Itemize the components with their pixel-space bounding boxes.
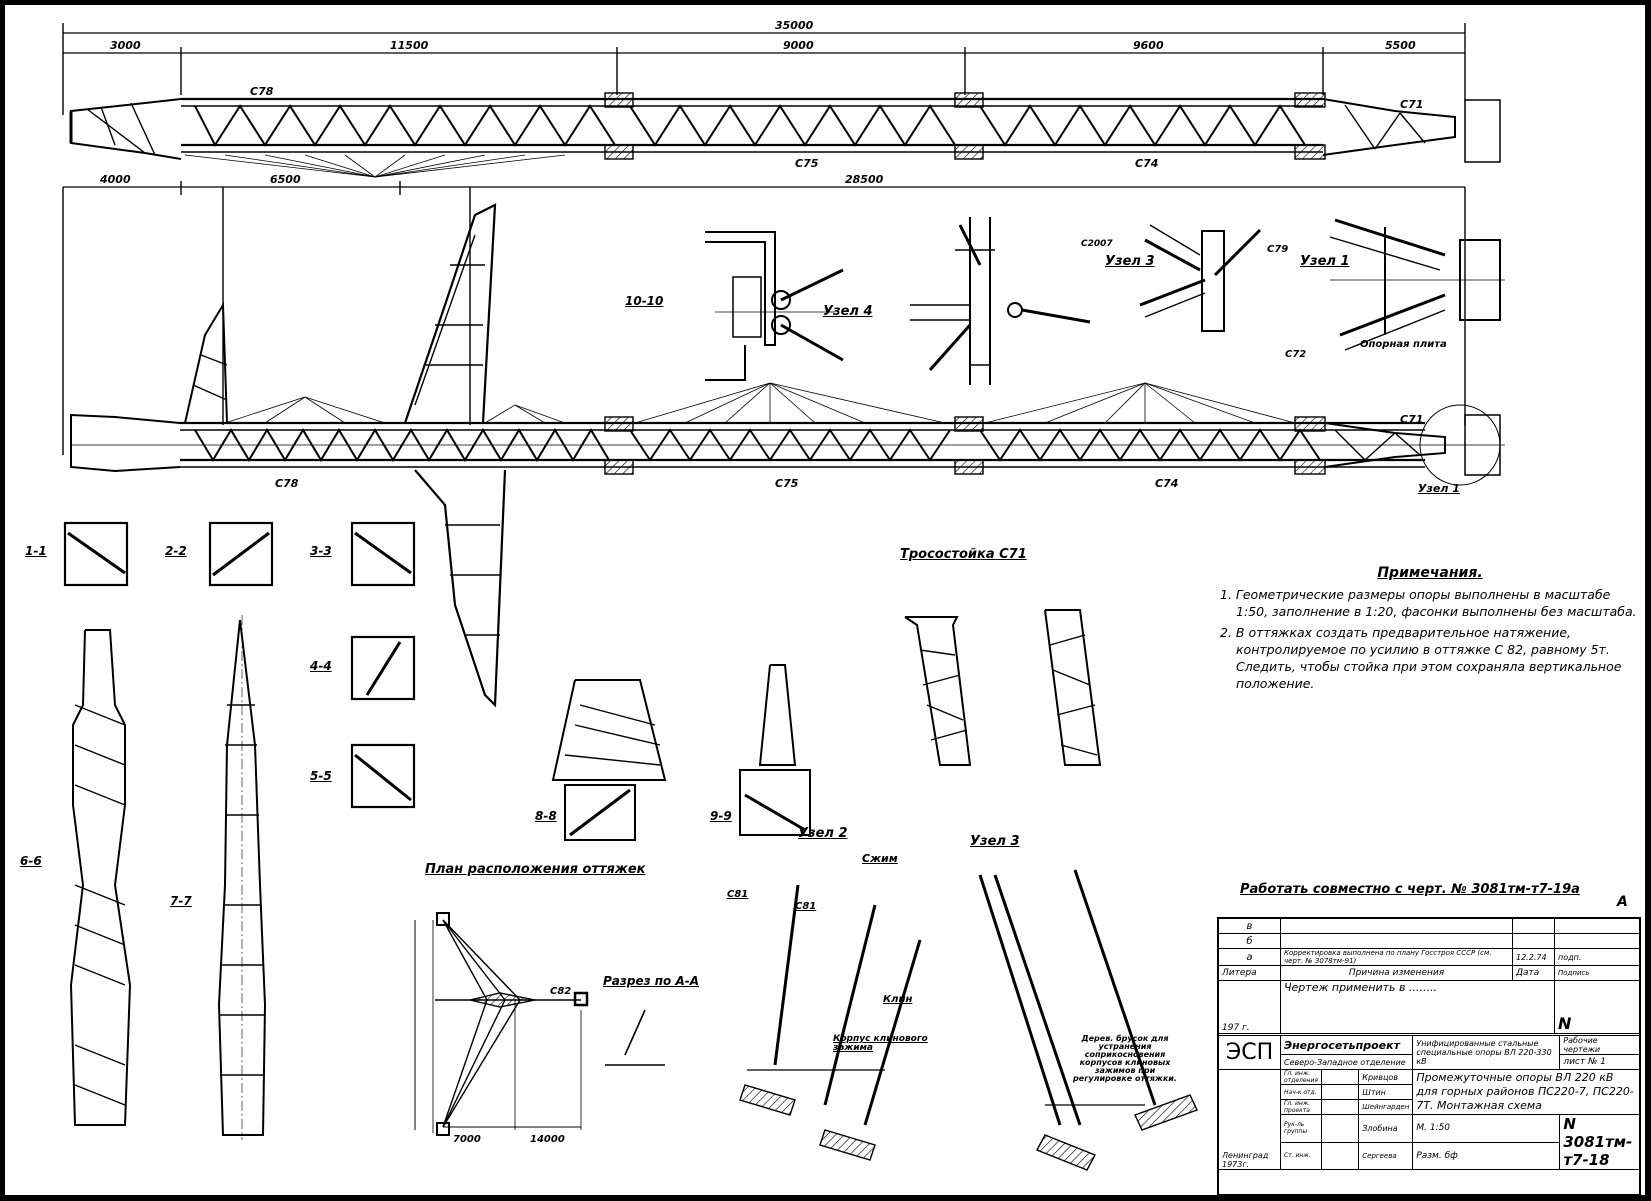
section-9-9-title: 9-9 [710, 809, 732, 823]
revision-row: в [1218, 918, 1640, 934]
guy-plan-title: План расположения оттяжек [425, 862, 646, 877]
front-truss-view [62, 187, 1505, 708]
label-c78-top: С78 [250, 85, 274, 98]
dim-bottom-3: 28500 [845, 173, 884, 186]
anchor-sketches [739, 869, 1198, 1171]
stage-label: Рабочие чертежи [1559, 1035, 1640, 1055]
node3-top-detail [1139, 224, 1262, 332]
node3-member-a: С2007 [1081, 239, 1113, 249]
wedge-label: Клин [883, 994, 913, 1005]
section-5-5-title: 5-5 [310, 769, 332, 783]
node1-callout: Узел 1 [1418, 482, 1460, 495]
org-branch: Северо-Западное отделение [1279, 1054, 1414, 1070]
notes-block: Примечания. 1. Геометрические размеры оп… [1220, 565, 1640, 696]
node3-member-b: С79 [1267, 244, 1289, 255]
dim-seg-2: 11500 [390, 39, 429, 52]
support-plate-label: Опорная плита [1360, 339, 1447, 350]
section-aa-title: Разрез по А-А [603, 974, 700, 988]
dim-bottom-2: 6500 [270, 173, 301, 186]
label-c74-top: С74 [1135, 157, 1158, 170]
node1-detail [1329, 218, 1505, 351]
rope-post-title: Тросостойка С71 [900, 547, 1027, 562]
section-10-10-title: 10-10 [625, 294, 664, 308]
revision-row: б [1218, 933, 1640, 949]
dim-bottom-1: 4000 [99, 173, 131, 186]
section-6-6-title: 6-6 [20, 854, 42, 868]
city: Ленинград [1222, 1151, 1269, 1160]
title-block: ЭСП Энергосетьпроект Унифицированные ста… [1218, 1035, 1640, 1170]
org-logo: ЭСП [1218, 1035, 1281, 1070]
rope-post-sketches [904, 609, 1102, 766]
section-1-1-title: 1-1 [25, 544, 47, 558]
guy-c81-label-a: С81 [727, 889, 749, 900]
guy-dim-7000: 7000 [453, 1134, 481, 1145]
label-c71-front: С71 [1400, 413, 1423, 426]
section-10-10 [705, 231, 844, 381]
sections-6-7 [69, 615, 267, 1140]
section-3-3-title: 3-3 [310, 544, 332, 558]
drawing-title: Промежуточные опоры ВЛ 220 кВ для горных… [1412, 1069, 1640, 1115]
dim-seg-5: 5500 [1385, 39, 1416, 52]
revision-header: Литера Причина изменения Дата Подпись [1218, 965, 1640, 981]
org-name: Энергосетьпроект [1279, 1035, 1414, 1055]
clamp-label: Сжим [862, 852, 898, 865]
format: Разм. бф [1412, 1141, 1561, 1170]
dim-total: 35000 [775, 19, 814, 32]
node1-member-label: С72 [1285, 349, 1307, 360]
replace-note: Чертеж применить в ........ [1280, 980, 1555, 1034]
section-4-4-title: 4-4 [310, 659, 332, 673]
guy-dim-14000: 14000 [530, 1134, 565, 1145]
label-c74-front: С74 [1155, 477, 1178, 490]
year: 1973г. [1222, 1160, 1250, 1169]
sheet-no: № 1 [1588, 1057, 1606, 1067]
series-title: Унифицированные стальные специальные опо… [1412, 1035, 1561, 1070]
label-c75-front: С75 [775, 477, 799, 490]
node4-title: Узел 4 [823, 304, 873, 319]
scale: М. 1:50 [1412, 1114, 1561, 1143]
corner-mark: А [1617, 894, 1628, 910]
label-c71-top: С71 [1400, 98, 1423, 111]
sheet-label: лист [1563, 1057, 1586, 1067]
revision-row: а Корректировка выполнена по плану Госст… [1218, 948, 1640, 966]
label-c78-front: С78 [275, 477, 299, 490]
node2-title: Узел 2 [798, 826, 848, 841]
node3-title: Узел 3 [970, 834, 1020, 849]
drawing-canvas: 35000 3000 11500 9000 9600 5500 4000 650… [62, 19, 1641, 1195]
section-8-8-title: 8-8 [535, 809, 557, 823]
dim-seg-4: 9600 [1133, 39, 1164, 52]
wood-block-note: Дерев. брусок для устранения соприкоснов… [1073, 1034, 1177, 1083]
guy-plan [414, 912, 665, 1136]
drawing-sheet: 35000 3000 11500 9000 9600 5500 4000 650… [5, 5, 1645, 1195]
note-2: 2. В оттяжках создать предварительное на… [1220, 625, 1622, 691]
sections-8-9 [551, 664, 811, 841]
node4-detail [910, 217, 1091, 385]
notes-heading: Примечания. [1377, 565, 1483, 581]
section-boxes [63, 521, 416, 809]
wedge-body-label: Корпус клинового зажима [833, 1034, 928, 1053]
year-blank: 197 г. [1218, 980, 1281, 1034]
dim-seg-1: 3000 [110, 39, 141, 52]
drawing-number: N 3081тм-т7-18 [1559, 1114, 1640, 1170]
cross-reference: Работать совместно с черт. № 3081тм-т7-1… [1240, 882, 1580, 897]
top-truss-view [62, 23, 1501, 195]
dim-seg-3: 9000 [783, 39, 814, 52]
revision-table: в б а Корректировка выполнена по плану Г… [1218, 918, 1640, 1034]
section-2-2-title: 2-2 [165, 544, 187, 558]
guy-c81-label-b: С81 [795, 901, 817, 912]
node3-top-title: Узел 3 [1105, 254, 1155, 269]
guy-c82-label: С82 [550, 986, 572, 997]
section-7-7-title: 7-7 [170, 894, 192, 908]
node1-title: Узел 1 [1300, 254, 1350, 269]
label-c75-top: С75 [795, 157, 819, 170]
note-1: 1. Геометрические размеры опоры выполнен… [1220, 587, 1637, 619]
no-mark: N [1554, 980, 1640, 1034]
